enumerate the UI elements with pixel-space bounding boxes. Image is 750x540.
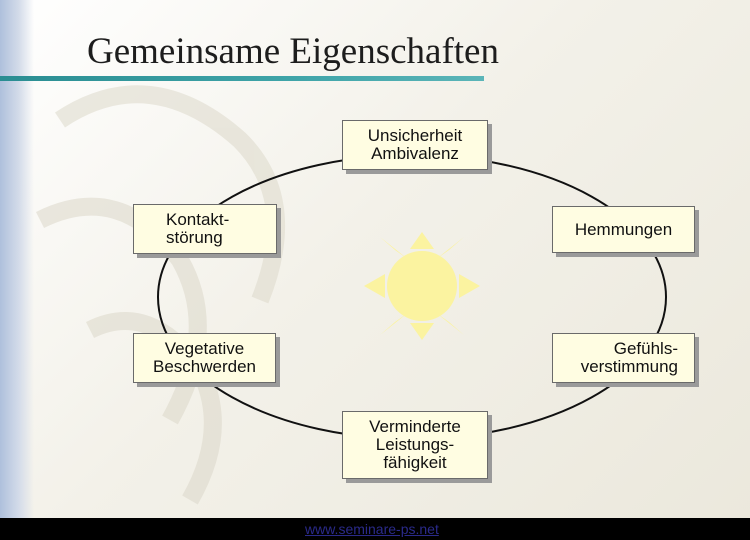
- slide-title: Gemeinsame Eigenschaften: [87, 31, 499, 72]
- node-vegetative-beschwerden: Vegetative Beschwerden: [133, 333, 276, 383]
- title-underline: [0, 76, 484, 81]
- sun-icon: [364, 232, 480, 340]
- node-hemmungen: Hemmungen: [552, 206, 695, 253]
- footer-website-link[interactable]: www.seminare-ps.net: [305, 521, 439, 537]
- footer-bar: www.seminare-ps.net: [0, 518, 750, 540]
- side-accent-bar: [0, 0, 34, 540]
- node-unsicherheit-ambivalenz: Unsicherheit Ambivalenz: [342, 120, 488, 170]
- node-gefuehlsverstimmung: Gefühls- verstimmung: [552, 333, 695, 383]
- node-verminderte-leistungsfaehigkeit: Verminderte Leistungs- fähigkeit: [342, 411, 488, 479]
- node-kontaktstoerung: Kontakt- störung: [133, 204, 277, 254]
